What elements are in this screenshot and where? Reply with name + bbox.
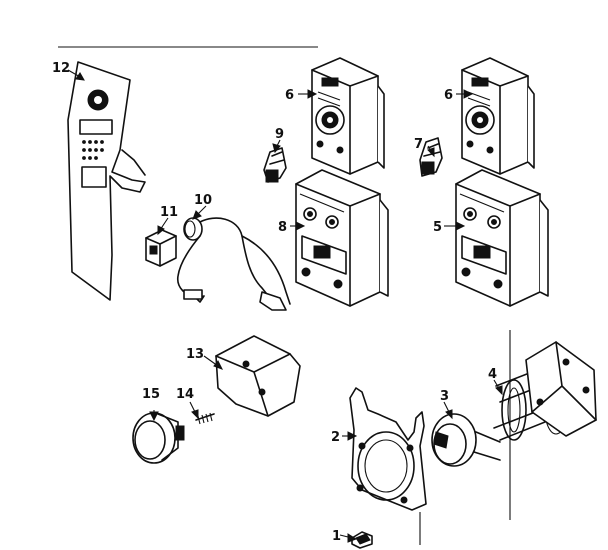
part-5-lower-thermostat	[455, 169, 549, 307]
callout-labels: 12 6 6 9 7 10 11 8 5 13 14 15 2 3 4 1	[52, 61, 497, 544]
part-2-mounting-plate	[349, 387, 427, 511]
part-15-dial	[132, 412, 185, 464]
part-1-bolt	[351, 531, 373, 549]
callout-13: 13	[186, 347, 204, 362]
part-3-element-flange	[431, 413, 501, 467]
part-14-screw	[195, 412, 215, 425]
callout-1: 1	[332, 529, 341, 544]
part-6-upper-thermostat-right	[461, 57, 535, 175]
callout-9: 9	[275, 127, 284, 142]
part-7-clip	[419, 137, 443, 177]
callout-2: 2	[331, 430, 340, 445]
callout-7: 7	[414, 137, 423, 152]
part-13-bracket	[215, 335, 301, 417]
part-8-lower-thermostat	[295, 169, 389, 307]
callout-14: 14	[176, 387, 194, 402]
leader-lines	[67, 69, 503, 543]
callout-6-left: 6	[285, 88, 294, 103]
part-4-heating-element	[493, 341, 597, 441]
part-6-upper-thermostat-left	[311, 57, 385, 175]
callout-4: 4	[488, 367, 497, 382]
part-9-clip	[263, 147, 287, 183]
callout-6-right: 6	[444, 88, 453, 103]
callout-5: 5	[433, 220, 442, 235]
callout-10: 10	[194, 193, 212, 208]
callout-11: 11	[160, 205, 178, 220]
part-10-thermal-cutoff	[176, 217, 291, 311]
callout-8: 8	[278, 220, 287, 235]
part-11-switch	[145, 229, 177, 267]
part-12-cover-plate	[67, 61, 146, 301]
callout-15: 15	[142, 387, 160, 402]
callout-12: 12	[52, 61, 70, 76]
callout-3: 3	[440, 389, 449, 404]
